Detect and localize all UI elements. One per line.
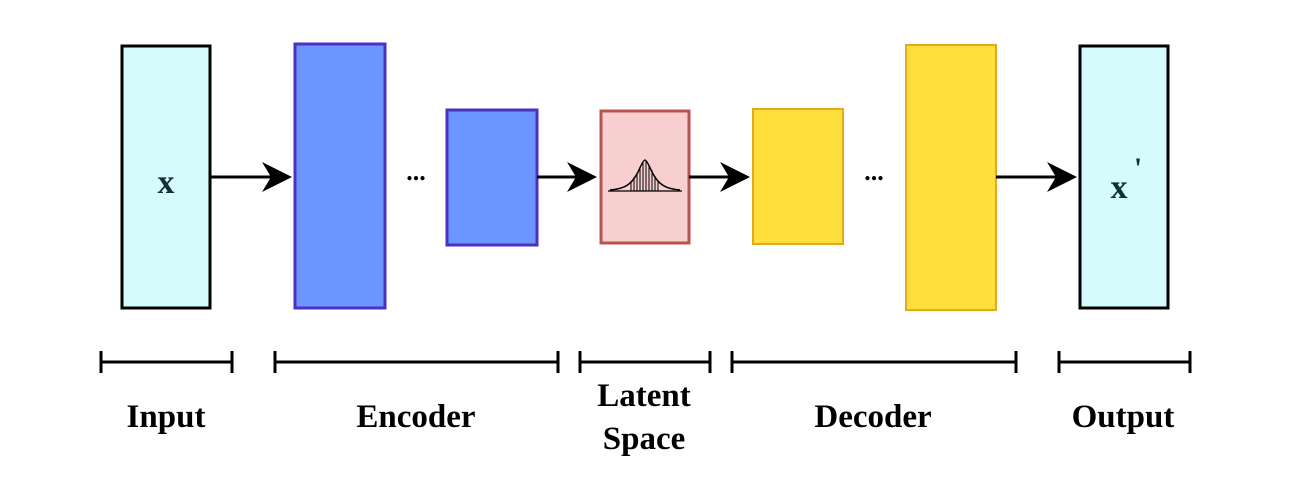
bracket-encoder	[273, 351, 560, 373]
label-decoder: Decoder	[814, 399, 931, 435]
output-prime: '	[1134, 152, 1142, 185]
bracket-decoder	[730, 351, 1018, 373]
encoder-block-small	[445, 108, 539, 247]
label-encoder: Encoder	[356, 399, 475, 435]
decoder-block-large	[905, 44, 997, 311]
decoder-ellipsis: ...	[864, 157, 884, 186]
bracket-output	[1057, 351, 1192, 373]
encoder-ellipsis: ...	[406, 157, 426, 186]
decoder-block-small	[752, 108, 844, 245]
encoder-block-large	[293, 42, 387, 310]
input-box	[120, 44, 212, 310]
gaussian-distribution-icon	[608, 159, 682, 192]
output-symbol: x	[1111, 169, 1128, 206]
label-latent-line1: Latent	[597, 378, 691, 414]
output-box	[1078, 44, 1170, 310]
latent-box	[599, 109, 691, 245]
input-symbol: x	[158, 164, 175, 201]
bracket-latent	[578, 351, 712, 373]
label-latent-line2: Space	[603, 421, 686, 457]
label-input: Input	[127, 399, 206, 435]
bracket-input	[99, 351, 234, 373]
label-output: Output	[1072, 399, 1175, 435]
